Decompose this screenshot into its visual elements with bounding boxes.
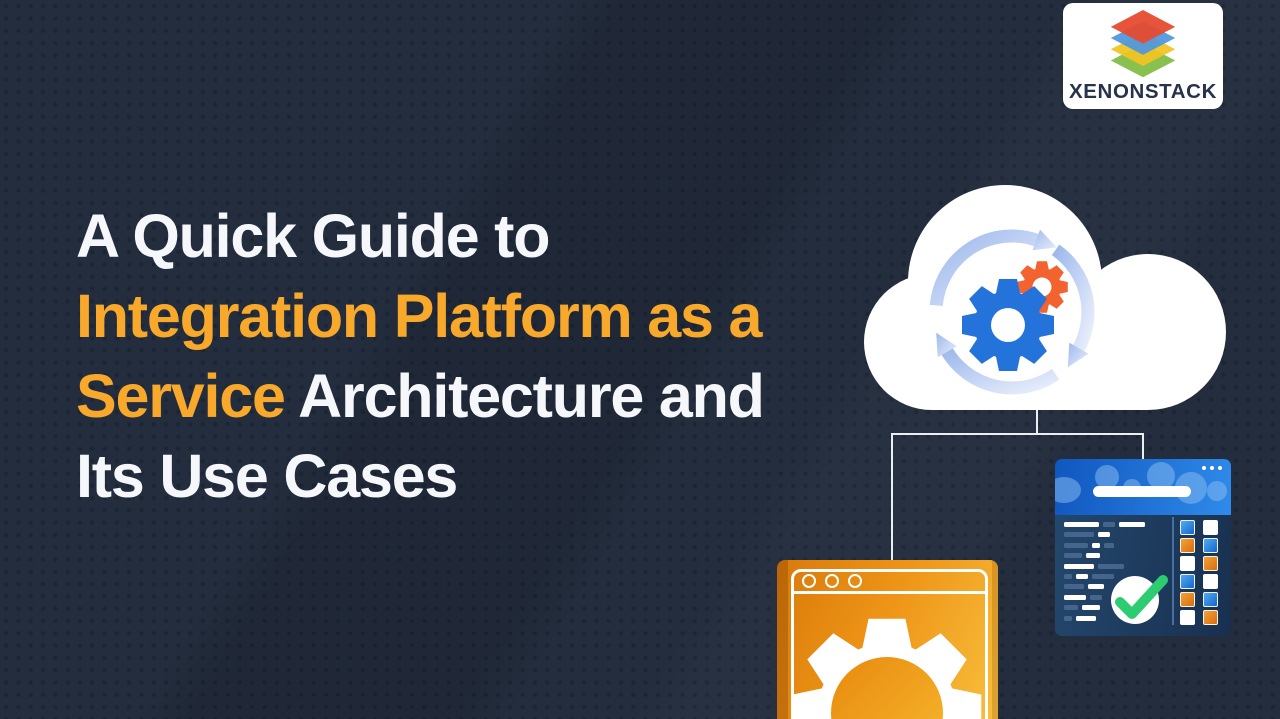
- text-line-bar: [1086, 553, 1100, 559]
- window-menu-dots: [1202, 466, 1222, 470]
- text-line-bar: [1064, 542, 1088, 548]
- gear-large-icon: [962, 279, 1054, 371]
- color-swatch-white: [1180, 610, 1195, 625]
- text-line-bar: [1082, 605, 1100, 611]
- color-swatch-orange: [1180, 538, 1195, 553]
- text-line-bar: [1064, 615, 1072, 621]
- leaf-blob-decoration: [1207, 481, 1227, 501]
- text-line-bar: [1076, 615, 1096, 621]
- color-swatch-blue: [1203, 592, 1218, 607]
- window-control-dot: [848, 574, 862, 588]
- headline-segment: Service: [76, 362, 286, 430]
- xenonstack-brand-text: XENONSTACK: [1069, 80, 1217, 103]
- text-line-bar: [1064, 594, 1086, 600]
- menu-dot: [1210, 466, 1214, 470]
- window-divider-line: [794, 591, 985, 594]
- color-swatch-orange: [1203, 556, 1218, 571]
- text-line-bar: [1119, 522, 1145, 527]
- headline-line: Its Use Cases: [76, 436, 764, 516]
- headline-segment: Its Use Cases: [76, 442, 458, 510]
- text-line-bar: [1092, 542, 1100, 548]
- check-circle-icon: [1111, 575, 1168, 624]
- text-line-row: [1064, 522, 1170, 527]
- color-swatch-white: [1180, 556, 1195, 571]
- headline-segment: Integration Platform as a: [76, 282, 762, 350]
- text-line-bar: [1104, 542, 1114, 548]
- text-line-bar: [1064, 563, 1094, 569]
- xenonstack-logo-card: XENONSTACK: [1063, 3, 1223, 109]
- headline-segment: Architecture and: [284, 362, 765, 430]
- headline-line: Integration Platform as a: [76, 276, 764, 356]
- text-line-row: [1064, 532, 1170, 538]
- cloud-illustration: [864, 185, 1226, 410]
- text-line-bar: [1064, 553, 1082, 559]
- color-swatch-white: [1203, 520, 1218, 535]
- text-line-row: [1064, 553, 1170, 559]
- panel-divider: [1172, 517, 1174, 625]
- text-line-bar: [1103, 522, 1115, 527]
- color-grid: [1180, 520, 1218, 625]
- color-swatch-blue: [1203, 538, 1218, 553]
- checklist-window-illustration: [1055, 459, 1231, 636]
- text-line-bar: [1064, 605, 1078, 611]
- color-swatch-blue: [1180, 520, 1195, 535]
- headline-segment: A Quick Guide to: [76, 202, 551, 270]
- text-line-bar: [1064, 584, 1084, 590]
- text-line-bar: [1064, 522, 1099, 527]
- text-line-bar: [1064, 573, 1072, 579]
- headline-line: A Quick Guide to: [76, 196, 764, 276]
- headline-line: Service Architecture and: [76, 356, 765, 436]
- window-control-dot: [825, 574, 839, 588]
- connector-line-left: [891, 433, 893, 563]
- leaf-blob-decoration: [1055, 477, 1081, 503]
- text-line-bar: [1098, 532, 1110, 538]
- text-line-bar: [1076, 573, 1088, 579]
- window-control-dot: [802, 574, 816, 588]
- connector-line-horizontal: [891, 433, 1144, 435]
- color-swatch-white: [1203, 574, 1218, 589]
- color-swatch-blue: [1180, 574, 1195, 589]
- menu-dot: [1202, 466, 1206, 470]
- search-bar: [1093, 486, 1191, 497]
- text-line-row: [1064, 542, 1170, 548]
- color-swatch-orange: [1203, 610, 1218, 625]
- headline: A Quick Guide to Integration Platform as …: [76, 196, 765, 516]
- connector-line-right: [1142, 433, 1144, 461]
- window-controls: [802, 574, 862, 588]
- app-window-illustration: [777, 560, 998, 719]
- color-swatch-orange: [1180, 592, 1195, 607]
- text-line-bar: [1064, 532, 1094, 538]
- menu-dot: [1218, 466, 1222, 470]
- xenonstack-stack-icon: [1110, 10, 1176, 78]
